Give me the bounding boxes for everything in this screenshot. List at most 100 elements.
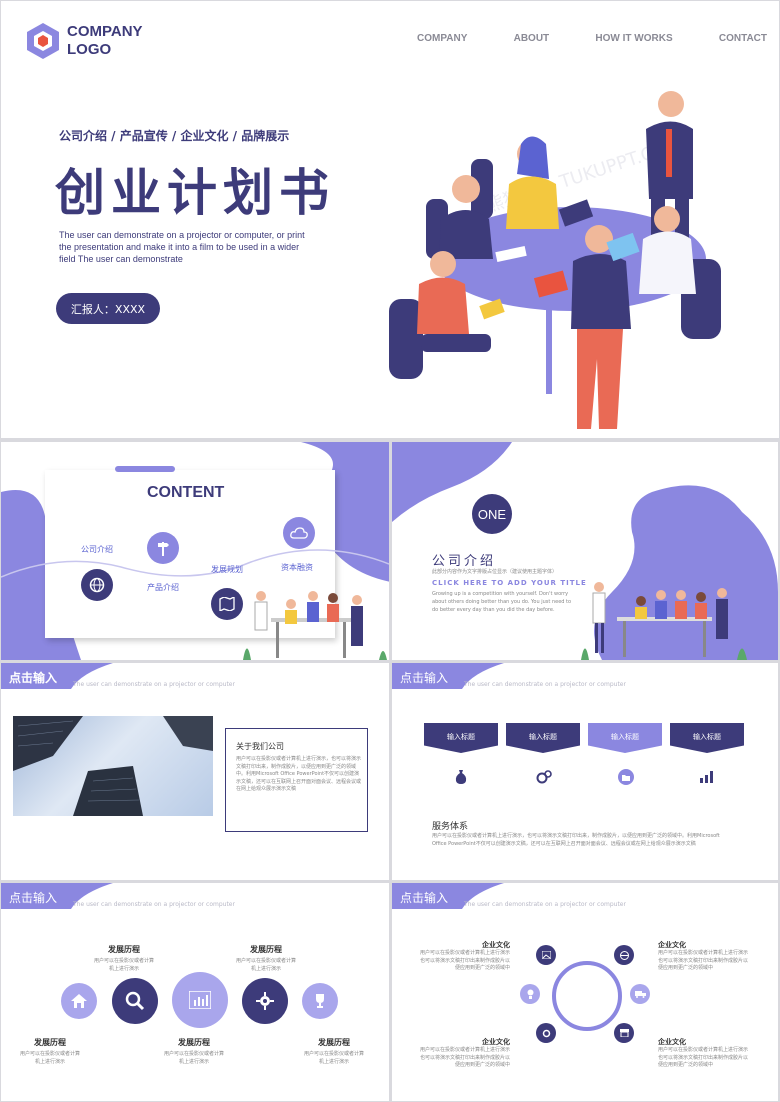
cloud-icon[interactable] <box>283 517 315 549</box>
money-bag-icon <box>455 770 467 784</box>
trophy-icon[interactable] <box>302 983 338 1019</box>
nav-how-it-works[interactable]: HOW IT WORKS <box>595 33 673 44</box>
settings-gear-icon[interactable] <box>242 978 288 1024</box>
settings-icon[interactable] <box>536 1023 556 1043</box>
reporter-label: 汇报人：XXXX <box>70 302 146 316</box>
logo-hexagon-icon <box>27 23 59 59</box>
history-label: 发展历程 <box>250 945 282 954</box>
tag-subtitle: The user can demonstrate on a projector … <box>464 901 626 908</box>
service-header-4-label: 输入标题 <box>693 733 721 741</box>
section-title: 公司介绍 <box>432 554 497 569</box>
service-header-2-label: 输入标题 <box>529 733 557 741</box>
history-text: 用户可以在投影仪或者计算机上进行演示 <box>236 958 297 972</box>
contents-item-3-label[interactable]: 发展规划 <box>211 565 243 574</box>
signpost-icon[interactable] <box>147 532 179 564</box>
section-number: ONE <box>477 506 507 522</box>
history-top-1: 发展历程 用户可以在投影仪或者计算机上进行演示 <box>89 944 159 973</box>
team-illustration <box>243 591 387 660</box>
tag-shape <box>392 883 504 909</box>
card-top-accent <box>115 466 175 472</box>
home-icon[interactable] <box>61 983 97 1019</box>
about-box: 关于我们公司 用户可以在投影仪或者计算机上进行演示，也可以将演示文稿打印出来，制… <box>225 728 368 832</box>
logo-line1: COMPANY <box>67 23 143 40</box>
tag-label[interactable]: 点击输入 <box>400 891 449 905</box>
slide-culture: 点击输入 The user can demonstrate on a proje… <box>392 883 778 1101</box>
contents-wave-line <box>1 549 389 578</box>
tag-shape <box>1 883 113 909</box>
logo-text: COMPANY LOGO <box>67 23 143 59</box>
tag-label[interactable]: 点击输入 <box>9 891 58 905</box>
about-box-text: 用户可以在投影仪或者计算机上进行演示，也可以将演示文稿打印出来，制作成胶片，以便… <box>236 756 362 792</box>
slide-cover: COMPANY LOGO COMPANY ABOUT HOW IT WORKS … <box>1 1 779 438</box>
services-text: 用户可以在投影仪或者计算机上进行演示，也可以将演示文稿打印出来，制作成胶片，以便… <box>432 833 720 847</box>
service-header-3[interactable]: 输入标题 <box>588 723 662 753</box>
culture-top-right: 企业文化 用户可以在投影仪或者计算机上进行演示也可以将演示文稿打印出来制作成胶片… <box>658 940 752 973</box>
history-text: 用户可以在投影仪或者计算机上进行演示 <box>304 1051 365 1065</box>
culture-label: 企业文化 <box>482 941 510 949</box>
slide-history: 点击输入 The user can demonstrate on a proje… <box>1 883 389 1101</box>
slide-company-intro: ONE 公司介绍 此部分内容作为文字排版占位显示（建议使用主题字体） CLICK… <box>392 442 778 660</box>
tag-shape <box>1 663 113 689</box>
hero-description: The user can demonstrate on a projector … <box>59 230 305 264</box>
nav-company[interactable]: COMPANY <box>417 33 468 44</box>
culture-top-left: 企业文化 用户可以在投影仪或者计算机上进行演示也可以将演示文稿打印出来制作成胶片… <box>416 940 510 973</box>
purple-blob-top-right <box>301 442 389 582</box>
section-number-badge: ONE <box>472 494 512 534</box>
services-title: 服务体系 <box>432 822 469 832</box>
click-to-add-title[interactable]: CLICK HERE TO ADD YOUR TITLE <box>432 579 587 587</box>
tag-subtitle: The user can demonstrate on a projector … <box>73 681 235 688</box>
history-label: 发展历程 <box>318 1038 350 1047</box>
about-box-title: 关于我们公司 <box>236 742 284 751</box>
central-ring <box>552 961 622 1031</box>
history-bottom-3: 发展历程 用户可以在投影仪或者计算机上进行演示 <box>299 1037 369 1066</box>
culture-label: 企业文化 <box>658 941 686 949</box>
image-icon[interactable] <box>536 945 556 965</box>
purple-wave-top <box>392 442 512 522</box>
lightbulb-icon[interactable] <box>520 984 540 1004</box>
culture-text: 用户可以在投影仪或者计算机上进行演示也可以将演示文稿打印出来制作成胶片以便应用到… <box>419 1047 510 1068</box>
culture-text: 用户可以在投影仪或者计算机上进行演示也可以将演示文稿打印出来制作成胶片以便应用到… <box>419 950 510 971</box>
reporter-pill[interactable]: 汇报人：XXXX <box>56 293 160 324</box>
contents-item-2-label[interactable]: 产品介绍 <box>147 583 179 592</box>
service-header-3-label: 输入标题 <box>611 733 639 741</box>
section-body: Growing up is a competition with yoursel… <box>432 591 572 613</box>
skyscraper-photo <box>13 716 213 816</box>
tag-subtitle: The user can demonstrate on a projector … <box>464 681 626 688</box>
service-header-2[interactable]: 输入标题 <box>506 723 580 753</box>
contents-item-4-label[interactable]: 资本融资 <box>281 563 313 572</box>
culture-label: 企业文化 <box>658 1038 686 1046</box>
truck-icon[interactable] <box>630 984 650 1004</box>
tag-subtitle: The user can demonstrate on a projector … <box>73 901 235 908</box>
history-text: 用户可以在投影仪或者计算机上进行演示 <box>20 1051 81 1065</box>
nav-contact[interactable]: CONTACT <box>718 33 767 44</box>
web-icon[interactable] <box>614 945 634 965</box>
slide-about: 点击输入 The user can demonstrate on a proje… <box>1 663 389 880</box>
history-top-2: 发展历程 用户可以在投影仪或者计算机上进行演示 <box>231 944 301 973</box>
hero-tagline: 公司介绍 / 产品宣传 / 企业文化 / 品牌展示 <box>59 129 290 143</box>
tag-shape <box>392 663 504 689</box>
culture-text: 用户可以在投影仪或者计算机上进行演示也可以将演示文稿打印出来制作成胶片以便应用到… <box>658 1047 749 1068</box>
history-bottom-1: 发展历程 用户可以在投影仪或者计算机上进行演示 <box>15 1037 85 1066</box>
map-icon[interactable] <box>211 588 243 620</box>
history-bottom-2: 发展历程 用户可以在投影仪或者计算机上进行演示 <box>159 1037 229 1066</box>
hero-title: 创业计划书 <box>55 164 335 222</box>
bar-chart-icon <box>700 771 713 783</box>
history-label: 发展历程 <box>34 1038 66 1047</box>
search-icon[interactable] <box>112 978 158 1024</box>
contents-item-1-label[interactable]: 公司介绍 <box>81 545 113 554</box>
service-header-4[interactable]: 输入标题 <box>670 723 744 753</box>
history-text: 用户可以在投影仪或者计算机上进行演示 <box>164 1051 225 1065</box>
store-icon[interactable] <box>614 1023 634 1043</box>
culture-text: 用户可以在投影仪或者计算机上进行演示也可以将演示文稿打印出来制作成胶片以便应用到… <box>658 950 749 971</box>
culture-bottom-left: 企业文化 用户可以在投影仪或者计算机上进行演示也可以将演示文稿打印出来制作成胶片… <box>416 1037 510 1070</box>
nav-about[interactable]: ABOUT <box>513 33 550 44</box>
culture-bottom-right: 企业文化 用户可以在投影仪或者计算机上进行演示也可以将演示文稿打印出来制作成胶片… <box>658 1037 752 1070</box>
section-subtitle-small: 此部分内容作为文字排版占位显示（建议使用主题字体） <box>432 569 558 575</box>
contents-title: CONTENT <box>147 484 225 501</box>
tag-label[interactable]: 点击输入 <box>400 671 449 685</box>
gears-icon <box>536 770 552 784</box>
service-header-1[interactable]: 输入标题 <box>424 723 498 753</box>
tag-label[interactable]: 点击输入 <box>9 671 58 685</box>
chart-icon[interactable] <box>172 972 228 1028</box>
globe-icon[interactable] <box>81 569 113 601</box>
